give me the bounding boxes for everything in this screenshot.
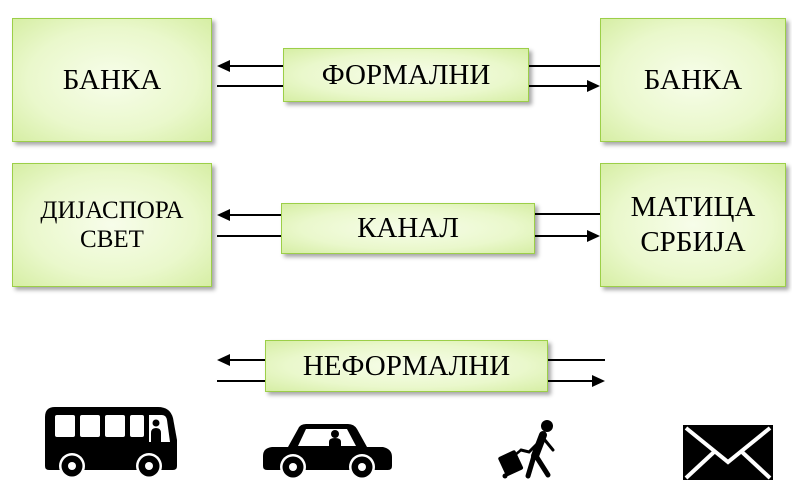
bank-left-label: БАНКА bbox=[62, 63, 162, 96]
homeland-box: МАТИЦА СРБИЈА bbox=[600, 163, 786, 287]
bank-right-box: БАНКА bbox=[600, 18, 786, 142]
channel-box: КАНАЛ bbox=[281, 203, 535, 254]
formal-channel-box: ФОРМАЛНИ bbox=[283, 48, 529, 102]
diaspora-label-line1: ДИЈАСПОРА bbox=[40, 197, 184, 224]
channel-label: КАНАЛ bbox=[357, 212, 459, 245]
car-icon bbox=[263, 424, 392, 480]
informal-channel-box: НЕФОРМАЛНИ bbox=[265, 340, 548, 392]
bank-right-label: БАНКА bbox=[643, 63, 743, 96]
channel-arrow-to-diaspora bbox=[217, 209, 281, 221]
formal-arrow-to-left-bank bbox=[217, 60, 283, 72]
envelope-icon bbox=[683, 425, 773, 480]
informal-arrow-left bbox=[217, 354, 265, 366]
formal-arrow-to-right-bank bbox=[529, 80, 600, 92]
bus-icon bbox=[45, 407, 177, 479]
homeland-label-line2: СРБИЈА bbox=[640, 226, 746, 258]
traveler-icon bbox=[498, 420, 555, 479]
diaspora-box: ДИЈАСПОРА СВЕТ bbox=[12, 163, 212, 287]
formal-channel-label: ФОРМАЛНИ bbox=[321, 58, 491, 91]
bank-left-box: БАНКА bbox=[12, 18, 212, 142]
informal-channel-label: НЕФОРМАЛНИ bbox=[302, 349, 511, 382]
homeland-label-line1: МАТИЦА bbox=[630, 191, 756, 224]
informal-arrow-right bbox=[548, 375, 605, 387]
diaspora-label-line2: СВЕТ bbox=[80, 226, 144, 253]
channel-arrow-to-homeland bbox=[535, 230, 600, 242]
